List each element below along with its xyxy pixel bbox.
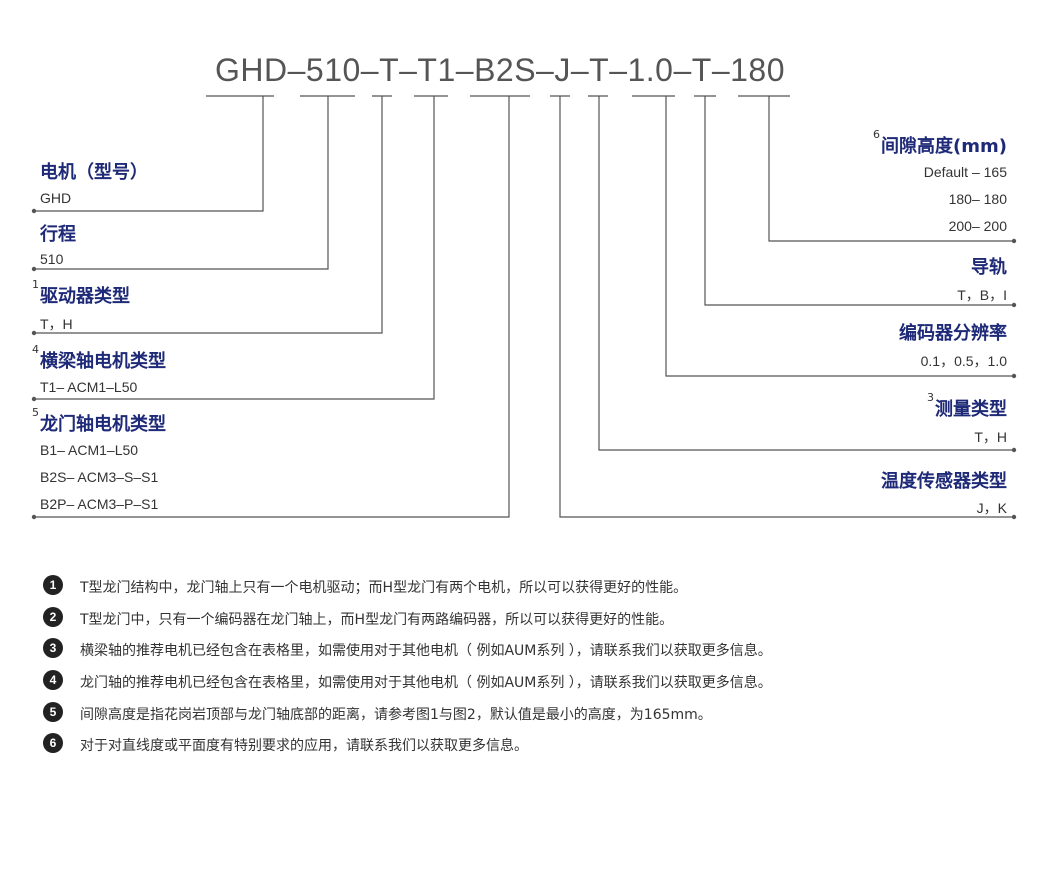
field-guide-title: 导轨 — [971, 257, 1007, 278]
note-text: T型龙门结构中，龙门轴上只有一个电机驱动；而H型龙门有两个电机，所以可以获得更好… — [80, 580, 688, 596]
field-gap-height-value-2: 180– 180 — [948, 191, 1007, 207]
field-gap-height-value-1: Default – 165 — [923, 164, 1007, 180]
field-gap-height-title: 6间隙高度(mm) — [873, 128, 1007, 157]
field-encoder-value: 0.1，0.5，1.0 — [920, 353, 1007, 369]
field-gap-height-value-3: 200– 200 — [948, 218, 1007, 234]
model-code: GHD–510–T–T1–B2S–J–T–1.0–T–180 — [214, 52, 785, 88]
field-temp-sensor-title: 温度传感器类型 — [881, 471, 1007, 492]
note-number-badge: 6 — [43, 733, 63, 753]
note-number-badge: 5 — [43, 702, 63, 722]
field-gantry-motor-value-2: B2S– ACM3–S–S1 — [40, 469, 159, 485]
field-guide-value: T，B，I — [957, 287, 1007, 303]
field-beam-motor-title: 4横梁轴电机类型 — [32, 343, 166, 372]
note-number-badge: 3 — [43, 638, 63, 658]
field-motor-title: 电机（型号） — [40, 162, 148, 183]
note-number-badge: 2 — [43, 607, 63, 627]
field-driver-title: 1驱动器类型 — [32, 278, 130, 307]
note-text: 横梁轴的推荐电机已经包含在表格里，如需使用对于其他电机（ 例如AUM系列 ），请… — [80, 643, 772, 659]
field-gantry-motor-value-3: B2P– ACM3–P–S1 — [40, 496, 159, 512]
field-stroke-value: 510 — [40, 251, 64, 267]
note-text: T型龙门中，只有一个编码器在龙门轴上，而H型龙门有两路编码器，所以可以获得更好的… — [80, 612, 674, 628]
field-measure-title: 3测量类型 — [927, 391, 1007, 420]
note-text: 龙门轴的推荐电机已经包含在表格里，如需使用对于其他电机（ 例如AUM系列 ），请… — [80, 675, 772, 691]
field-temp-sensor-value: J，K — [976, 500, 1007, 516]
note-text: 间隙高度是指花岗岩顶部与龙门轴底部的距离，请参考图1与图2，默认值是最小的高度，… — [80, 707, 712, 723]
field-gantry-motor-value-1: B1– ACM1–L50 — [40, 442, 139, 458]
note-number-badge: 1 — [43, 575, 63, 595]
field-driver-value: T，H — [40, 316, 73, 332]
field-measure-value: T，H — [974, 429, 1007, 445]
field-beam-motor-value: T1– ACM1–L50 — [40, 379, 138, 395]
field-encoder-title: 编码器分辨率 — [899, 323, 1007, 344]
field-motor-value: GHD — [40, 190, 72, 206]
field-gantry-motor-title: 5龙门轴电机类型 — [32, 406, 166, 435]
note-number-badge: 4 — [43, 670, 63, 690]
note-text: 对于对直线度或平面度有特别要求的应用，请联系我们以获取更多信息。 — [80, 738, 528, 754]
field-stroke-title: 行程 — [40, 224, 76, 245]
